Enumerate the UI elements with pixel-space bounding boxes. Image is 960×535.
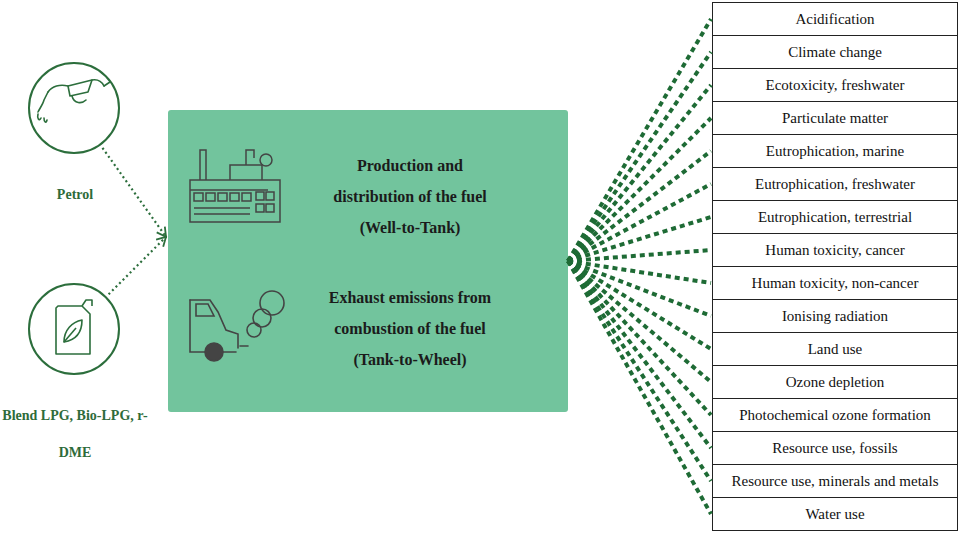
dashed-fan-line (568, 118, 711, 261)
category-text: Resource use, fossils (772, 440, 897, 457)
category-text: Human toxicity, non-cancer (752, 275, 919, 292)
dashed-fan-line (568, 151, 711, 261)
impact-category-cell: Ozone depletion (712, 365, 958, 399)
category-text: Eutrophication, terrestrial (758, 209, 912, 226)
category-text: Eutrophication, freshwater (755, 176, 915, 193)
category-text: Acidification (795, 11, 874, 28)
category-text: Ecotoxicity, freshwater (766, 77, 905, 94)
dotted-arrow (102, 148, 166, 237)
dashed-fan-line (568, 261, 711, 349)
impact-category-cell: Water use (712, 497, 958, 531)
dashed-fan-line (568, 184, 711, 261)
fuel-label: Blend LPG, Bio-LPG, r-DME (0, 397, 160, 471)
category-text: Eutrophication, marine (766, 143, 904, 160)
impact-category-cell: Photochemical ozone formation (712, 398, 958, 432)
dashed-fan-line (568, 19, 711, 261)
dashed-fan-line (568, 52, 711, 261)
dashed-fan-line (568, 85, 711, 261)
impact-category-cell: Eutrophication, marine (712, 134, 958, 168)
impact-category-cell: Ionising radiation (712, 299, 958, 333)
dashed-fan-line (568, 261, 711, 382)
dashed-fan-line (568, 261, 711, 316)
impact-category-cell: Human toxicity, cancer (712, 233, 958, 267)
impact-category-cell: Climate change (712, 35, 958, 69)
impact-category-cell: Human toxicity, non-cancer (712, 266, 958, 300)
impact-category-cell: Particulate matter (712, 101, 958, 135)
fuel-circle: Blend LPG, Bio-LPG, r-DME (28, 283, 120, 375)
fuel-nozzle-icon (38, 80, 110, 122)
category-text: Particulate matter (782, 110, 888, 127)
category-text: Water use (805, 506, 864, 523)
dashed-fan-line (568, 217, 711, 261)
dashed-fan-line (568, 250, 711, 261)
category-text: Human toxicity, cancer (765, 242, 904, 259)
stage-text: Production and distribution of the fuel … (315, 150, 505, 243)
impact-category-cell: Resource use, fossils (712, 431, 958, 465)
dashed-fan-line (568, 261, 711, 448)
dashed-fan-line (568, 261, 711, 415)
impact-category-cell: Ecotoxicity, freshwater (712, 68, 958, 102)
fuel-label: Petrol (0, 176, 160, 213)
stage-text: Exhaust emissions from combustion of the… (315, 282, 505, 375)
dashed-fan-line (568, 261, 711, 283)
dashed-fan-line (568, 261, 711, 481)
impact-category-cell: Resource use, minerals and metals (712, 464, 958, 498)
impact-category-cell: Acidification (712, 2, 958, 36)
category-text: Land use (808, 341, 863, 358)
process-box: Production and distribution of the fuel … (168, 110, 568, 412)
jerrycan-leaf-icon (56, 300, 92, 354)
category-text: Ionising radiation (782, 308, 888, 325)
impact-category-cell: Land use (712, 332, 958, 366)
category-text: Photochemical ozone formation (739, 407, 931, 424)
dotted-arrow (109, 237, 166, 294)
category-text: Ozone depletion (786, 374, 885, 391)
category-text: Climate change (788, 44, 882, 61)
fuel-circle: Petrol (28, 62, 120, 154)
impact-category-cell: Eutrophication, freshwater (712, 167, 958, 201)
dashed-fan-line (568, 261, 711, 514)
impact-category-cell: Eutrophication, terrestrial (712, 200, 958, 234)
category-text: Resource use, minerals and metals (731, 473, 938, 490)
